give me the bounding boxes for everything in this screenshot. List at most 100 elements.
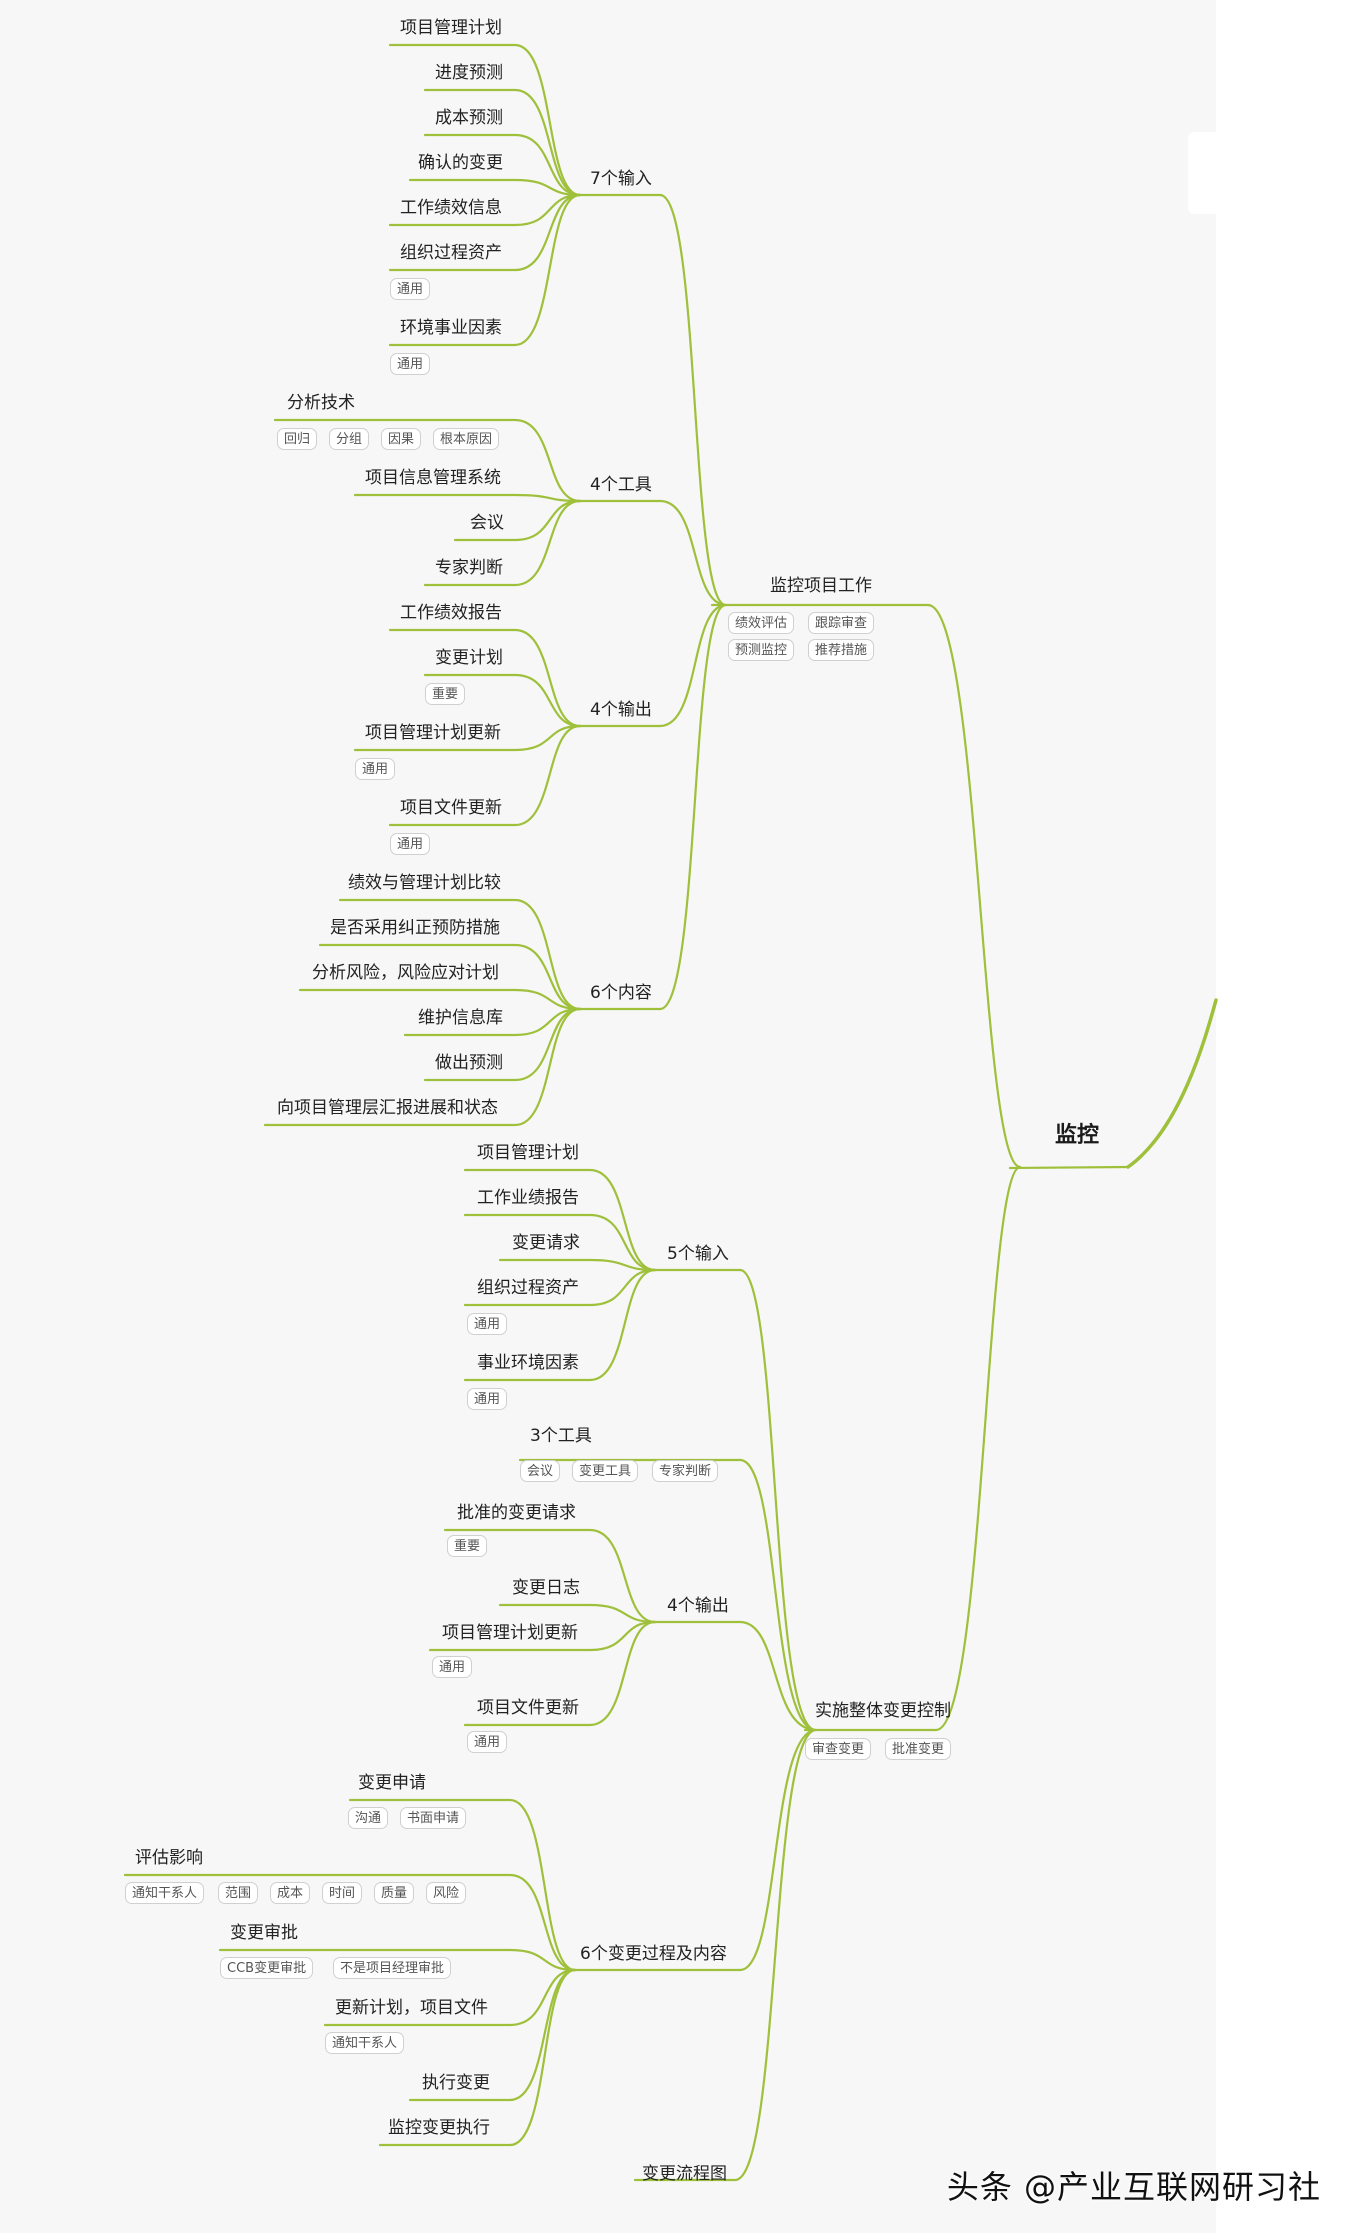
connector [498, 1258, 657, 1272]
mt-item[interactable]: 会议 [470, 513, 504, 533]
ci-item[interactable]: 项目管理计划 [477, 1143, 579, 1163]
connector [738, 1268, 817, 1732]
tag: 通用 [390, 278, 431, 300]
tag: 推荐措施 [808, 639, 875, 661]
ci-item[interactable]: 事业环境因素 [477, 1353, 579, 1373]
monitor-tools-title[interactable]: 4个工具 [590, 475, 652, 495]
connector [388, 724, 582, 827]
connector [408, 1968, 577, 2102]
connector [388, 193, 582, 272]
mo-item[interactable]: 变更计划 [435, 648, 503, 668]
connector [388, 43, 582, 197]
tag: 重要 [447, 1535, 488, 1557]
connector [738, 1458, 817, 1732]
connector [934, 1165, 1022, 1732]
mi-item[interactable]: 项目管理计划 [400, 18, 502, 38]
mindmap-canvas [0, 0, 1216, 2233]
connector [318, 943, 582, 1011]
tag: 风险 [426, 1882, 467, 1904]
cp-item[interactable]: 执行变更 [422, 2073, 490, 2093]
connector [408, 178, 582, 197]
change-flow[interactable]: 变更流程图 [642, 2164, 727, 2184]
mo-item[interactable]: 项目文件更新 [400, 798, 502, 818]
ci-item[interactable]: 工作业绩报告 [477, 1188, 579, 1208]
mc-item[interactable]: 是否采用纠正预防措施 [330, 918, 500, 938]
watermark: 头条 @产业互联网研习社 [946, 2168, 1321, 2206]
cp-item[interactable]: 监控变更执行 [388, 2118, 490, 2138]
connector [423, 1007, 582, 1082]
mi-item[interactable]: 组织过程资产 [400, 243, 502, 263]
connector [218, 1948, 577, 1972]
mc-item[interactable]: 维护信息库 [418, 1008, 503, 1028]
connector [123, 1873, 577, 1972]
connector [658, 499, 727, 607]
root-node[interactable]: 监控 [1055, 1123, 1100, 1148]
connector [443, 1528, 657, 1624]
mo-item[interactable]: 项目管理计划更新 [365, 723, 501, 743]
connector [423, 673, 582, 728]
connector [738, 1620, 817, 1732]
mi-item[interactable]: 工作绩效信息 [400, 198, 502, 218]
mt-item[interactable]: 专家判断 [435, 558, 503, 578]
co-item[interactable]: 变更日志 [512, 1578, 580, 1598]
tag: 书面申请 [400, 1807, 467, 1829]
connector [453, 499, 582, 542]
change-inputs-title[interactable]: 5个输入 [667, 1244, 729, 1264]
tag: 通知干系人 [125, 1882, 205, 1904]
ci-item[interactable]: 变更请求 [512, 1233, 580, 1253]
tag: 质量 [374, 1882, 415, 1904]
tag: 通用 [467, 1731, 508, 1753]
mi-item[interactable]: 确认的变更 [418, 153, 503, 173]
cp-item[interactable]: 变更申请 [358, 1773, 426, 1793]
mi-item[interactable]: 环境事业因素 [400, 318, 502, 338]
connector [263, 1007, 582, 1127]
co-item[interactable]: 项目文件更新 [477, 1698, 579, 1718]
connector [463, 1268, 657, 1382]
mc-item[interactable]: 向项目管理层汇报进展和状态 [277, 1098, 498, 1118]
monitor-contents-title[interactable]: 6个内容 [590, 983, 652, 1003]
branch-change-title[interactable]: 实施整体变更控制 [815, 1701, 951, 1721]
connector [348, 1798, 577, 1972]
co-item[interactable]: 项目管理计划更新 [442, 1623, 578, 1643]
tag: 重要 [425, 683, 466, 705]
co-item[interactable]: 批准的变更请求 [457, 1503, 576, 1523]
mc-item[interactable]: 分析风险，风险应对计划 [312, 963, 499, 983]
mt-item[interactable]: 分析技术 [287, 393, 355, 413]
tag: 通用 [355, 758, 396, 780]
tag: 通用 [467, 1388, 508, 1410]
change-process-title[interactable]: 6个变更过程及内容 [580, 1944, 727, 1964]
connector [498, 1603, 657, 1624]
tag: 时间 [322, 1882, 363, 1904]
connector [738, 1728, 817, 1972]
mt-item[interactable]: 项目信息管理系统 [365, 468, 501, 488]
monitor-inputs-title[interactable]: 7个输入 [590, 169, 652, 189]
ci-item[interactable]: 组织过程资产 [477, 1278, 579, 1298]
connector [298, 988, 582, 1011]
tag: 沟通 [348, 1807, 389, 1829]
tag: 回归 [277, 428, 318, 450]
mc-item[interactable]: 绩效与管理计划比较 [348, 873, 501, 893]
connector [403, 1007, 582, 1037]
connector [926, 603, 1022, 1169]
tag: 绩效评估 [728, 612, 795, 634]
connector [1126, 998, 1218, 1169]
cp-item[interactable]: 更新计划，项目文件 [335, 1998, 488, 2018]
mc-item[interactable]: 做出预测 [435, 1053, 503, 1073]
tag: CCB变更审批 [220, 1957, 314, 1979]
change-outputs-title[interactable]: 4个输出 [667, 1596, 729, 1616]
connector [273, 418, 582, 503]
connector [353, 724, 582, 752]
monitor-outputs-title[interactable]: 4个输出 [590, 700, 652, 720]
connector [388, 628, 582, 728]
tag: 因果 [381, 428, 422, 450]
mi-item[interactable]: 成本预测 [435, 108, 503, 128]
tag: 根本原因 [433, 428, 500, 450]
cp-item[interactable]: 变更审批 [230, 1923, 298, 1943]
branch-monitor-title[interactable]: 监控项目工作 [770, 576, 872, 596]
mi-item[interactable]: 进度预测 [435, 63, 503, 83]
mo-item[interactable]: 工作绩效报告 [400, 603, 502, 623]
connector [463, 1168, 657, 1272]
cp-item[interactable]: 评估影响 [135, 1848, 203, 1868]
connector [1008, 1165, 1130, 1170]
change-tools-title[interactable]: 3个工具 [530, 1426, 592, 1446]
